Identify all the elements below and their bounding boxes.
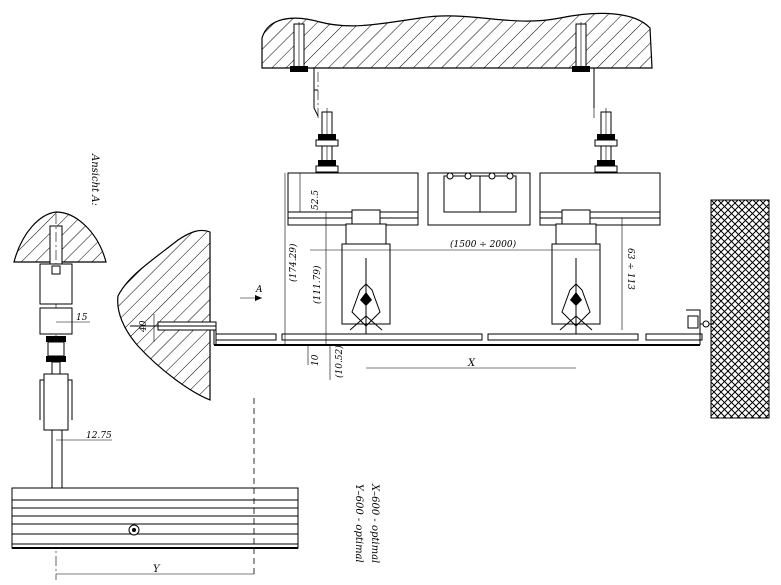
note-x-optimal: X–600 - optimal — [369, 483, 380, 563]
wall-section-left — [117, 229, 217, 401]
ceiling-anchor-right — [572, 22, 595, 120]
rail-section-middle — [427, 172, 531, 226]
dim-174-29: (174.29) — [288, 243, 299, 282]
rail-section-right — [539, 172, 661, 226]
dim-63-113: 63 ÷ 113 — [625, 248, 635, 290]
view-a-slab — [13, 211, 107, 271]
lower-track — [213, 330, 703, 346]
dim-10-52: (10.52) — [334, 345, 345, 378]
dim-1500-2000: (1500 ÷ 2000) — [450, 239, 517, 250]
wall-mount-right — [686, 309, 714, 345]
ceiling-slab — [261, 12, 653, 69]
carrier-left — [341, 209, 391, 340]
dim-52-5: 52.5 — [311, 190, 321, 210]
carrier-right — [551, 209, 601, 340]
view-label: Ansicht A: — [89, 153, 100, 206]
dim-y: Y — [153, 564, 161, 575]
arrow-a-label: A — [255, 285, 263, 295]
dim-12-75: 12.75 — [86, 431, 112, 441]
view-a-panel — [11, 487, 299, 549]
dim-15: 15 — [76, 313, 88, 323]
dim-111-79: (111.79) — [312, 265, 323, 304]
dim-x: X — [467, 358, 476, 369]
dim-10: 10 — [311, 354, 321, 366]
note-y-optimal: Y–600 - optimal — [353, 484, 364, 563]
dimension-lines — [56, 173, 623, 575]
ceiling-anchor-left — [290, 22, 319, 120]
dim-40: 40 — [139, 320, 149, 333]
wall-right — [710, 199, 770, 419]
view-a-hanger — [39, 214, 73, 580]
